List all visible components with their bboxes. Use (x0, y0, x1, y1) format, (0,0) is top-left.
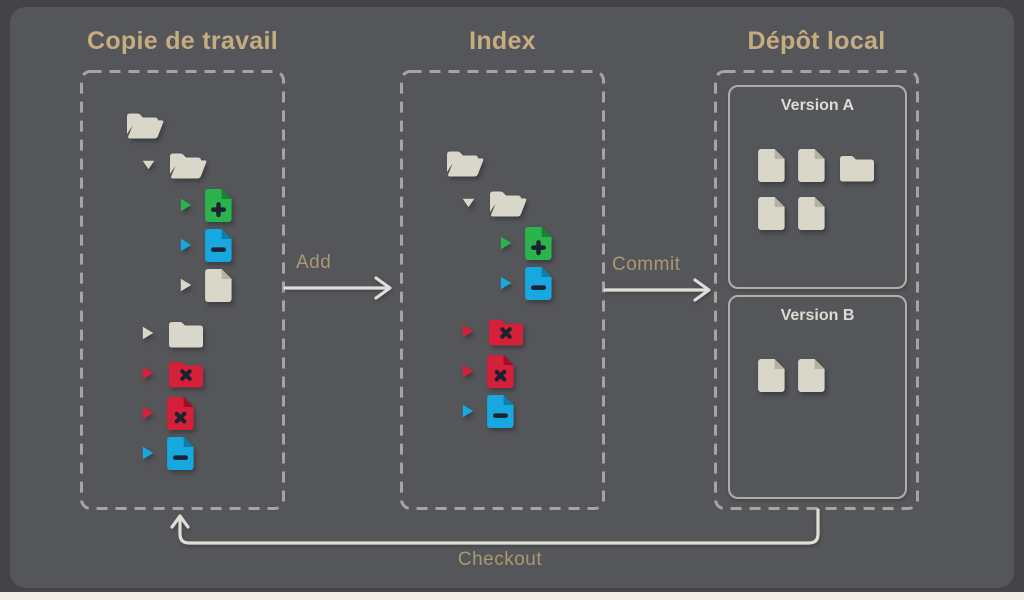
folder-icon (838, 152, 876, 182)
expander-right-icon (462, 404, 474, 418)
file-icon (758, 149, 785, 182)
tree-item (80, 433, 285, 473)
folder-x-icon (167, 358, 205, 388)
file-minus-icon (205, 228, 232, 262)
tree-item (400, 143, 605, 183)
file-x-icon (167, 396, 194, 430)
local-repo-box: Version A Version B (714, 70, 919, 510)
tree-item (80, 145, 285, 185)
working-copy-column: Copie de travail (80, 26, 285, 510)
index-tree (400, 70, 605, 510)
tree-item (80, 265, 285, 305)
version-b-files (730, 325, 905, 392)
expander-right-icon (462, 364, 474, 378)
tree-item (80, 393, 285, 433)
tree-item (400, 263, 605, 303)
tree-item (80, 313, 285, 353)
commit-label: Commit (612, 254, 681, 275)
version-file-row (758, 197, 905, 230)
file-x-icon (487, 354, 514, 388)
checkout-label: Checkout (457, 549, 543, 570)
version-b-title: Version B (780, 307, 855, 324)
local-repo-column: Dépôt local Version A Version B (714, 26, 919, 510)
expander-right-icon (142, 446, 154, 460)
expander-right-icon (142, 366, 154, 380)
tree-item (80, 185, 285, 225)
file-plus-icon (205, 188, 232, 222)
version-a-files (730, 115, 905, 230)
file-icon (758, 359, 785, 392)
expander-right-icon (180, 278, 192, 292)
tree-item (400, 223, 605, 263)
tree-item (80, 105, 285, 145)
tree-item (400, 311, 605, 351)
file-minus-icon (167, 436, 194, 470)
folder-open-icon (125, 110, 165, 140)
commit-arrow (603, 278, 711, 302)
tree-item (400, 351, 605, 391)
expander-right-icon (462, 324, 474, 338)
file-minus-icon (525, 266, 552, 300)
version-file-row (758, 149, 905, 182)
version-file-row (758, 359, 905, 392)
folder-icon (167, 318, 205, 348)
folder-open-icon (488, 188, 528, 218)
diagram-panel (10, 7, 1014, 588)
working-copy-box (80, 70, 285, 510)
folder-open-icon (445, 148, 485, 178)
version-a-box: Version A (728, 85, 907, 289)
local-repo-title: Dépôt local (747, 27, 886, 55)
file-icon (798, 149, 825, 182)
add-arrow (283, 276, 392, 300)
tree-item (80, 353, 285, 393)
file-icon (798, 197, 825, 230)
file-icon (798, 359, 825, 392)
add-label: Add (296, 252, 332, 273)
checkout-arrow (170, 508, 820, 545)
version-b-box: Version B (728, 295, 907, 499)
file-icon (758, 197, 785, 230)
dashed-border (714, 70, 919, 510)
expander-right-icon (500, 276, 512, 290)
tree-item (400, 183, 605, 223)
working-copy-title: Copie de travail (87, 27, 278, 55)
page-bottom-strip (0, 592, 1024, 600)
index-title: Index (469, 27, 536, 55)
expander-right-icon (180, 198, 192, 212)
expander-down-icon (142, 160, 155, 170)
folder-x-icon (487, 316, 525, 346)
expander-right-icon (180, 238, 192, 252)
version-a-title: Version A (780, 97, 855, 114)
expander-down-icon (462, 198, 475, 208)
expander-right-icon (142, 326, 154, 340)
expander-right-icon (500, 236, 512, 250)
index-column: Index (400, 26, 605, 510)
index-box (400, 70, 605, 510)
dashed-border (80, 70, 285, 510)
file-icon (205, 268, 232, 302)
file-plus-icon (525, 226, 552, 260)
expander-right-icon (142, 406, 154, 420)
tree-item (400, 391, 605, 431)
working-copy-tree (80, 70, 285, 510)
tree-item (80, 225, 285, 265)
file-minus-icon (487, 394, 514, 428)
folder-open-icon (168, 150, 208, 180)
